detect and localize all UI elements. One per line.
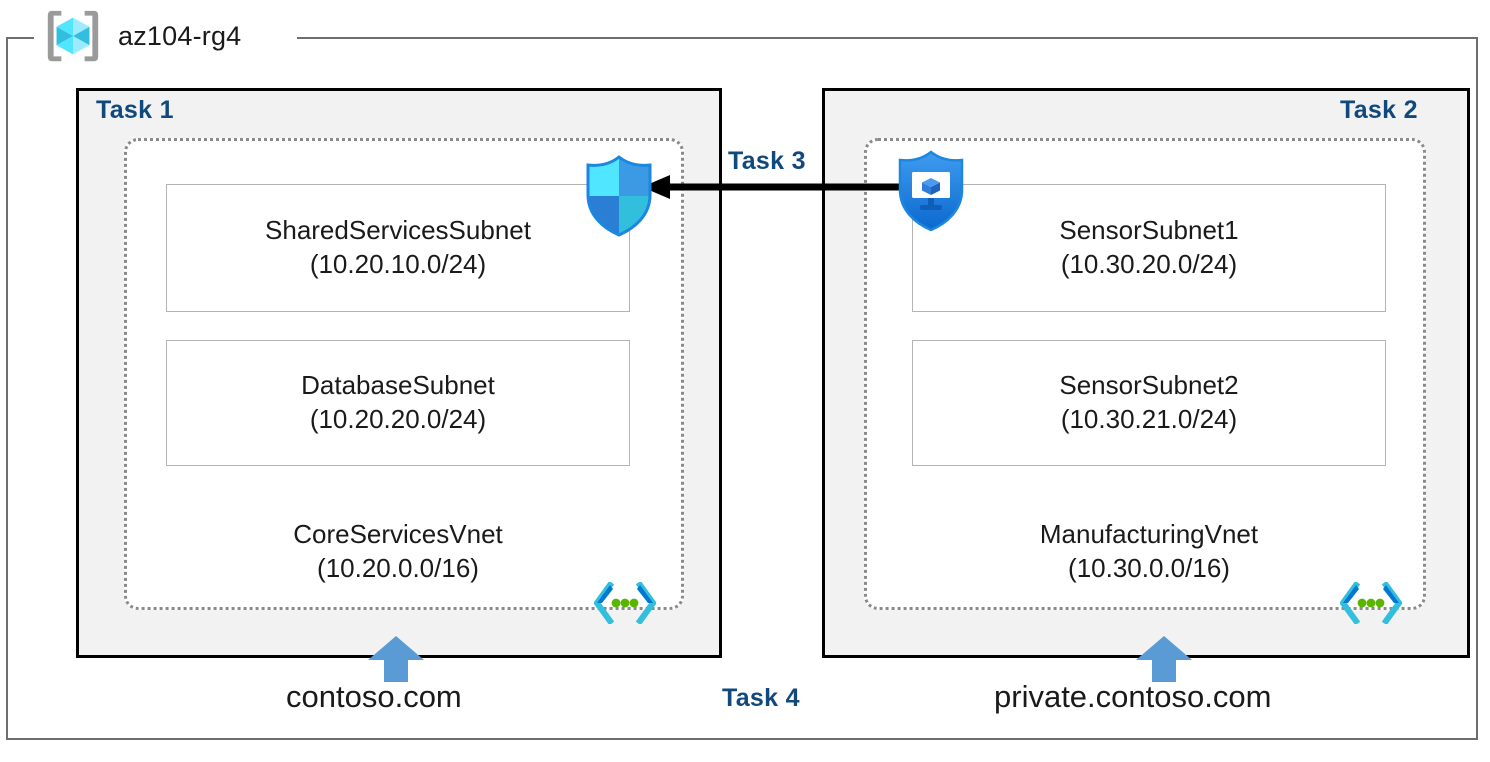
core-services-vnet-caption: CoreServicesVnet (10.20.0.0/16) [166, 518, 630, 586]
resource-group-border-bottom [6, 738, 1478, 740]
virtual-network-icon [594, 582, 656, 624]
azure-resource-group-icon [47, 10, 99, 62]
core-services-vnet-cidr: (10.20.0.0/16) [317, 552, 479, 583]
contoso-dns-zone-label: contoso.com [286, 679, 462, 714]
subnet-sensor-1-cidr: (10.30.20.0/24) [1060, 249, 1238, 279]
subnet-shared-services-name: SharedServicesSubnet [265, 215, 531, 246]
task-4-label: Task 4 [722, 684, 800, 712]
private-contoso-dns-zone-label: private.contoso.com [994, 679, 1272, 714]
subnet-shared-services-cidr: (10.20.10.0/24) [309, 249, 487, 279]
task-3-label: Task 3 [722, 145, 812, 178]
resource-group-header: az104-rg4 [42, 4, 241, 68]
subnet-sensor-1-name: SensorSubnet1 [1059, 215, 1239, 246]
subnet-sensor-1: SensorSubnet1 (10.30.20.0/24) [912, 184, 1386, 312]
resource-group-border-right [1476, 37, 1478, 740]
core-services-vnet-name: CoreServicesVnet [293, 519, 503, 549]
manufacturing-vnet-cidr: (10.30.0.0/16) [1068, 552, 1230, 583]
virtual-network-icon [1340, 582, 1402, 624]
private-link-shield-icon [898, 150, 964, 232]
up-arrow-icon [368, 636, 424, 682]
task-3-connection-arrow [642, 175, 908, 199]
resource-group-border-top-right [297, 37, 1478, 39]
subnet-sensor-2-cidr: (10.30.21.0/24) [1060, 404, 1238, 434]
task-2-label: Task 2 [1340, 96, 1418, 124]
subnet-sensor-2: SensorSubnet2 (10.30.21.0/24) [912, 340, 1386, 466]
resource-group-border-top-left [6, 37, 34, 39]
resource-group-border-left [6, 37, 8, 740]
subnet-database-name: DatabaseSubnet [301, 370, 495, 401]
subnet-database-cidr: (10.20.20.0/24) [309, 404, 487, 434]
manufacturing-vnet-caption: ManufacturingVnet (10.30.0.0/16) [912, 518, 1386, 586]
up-arrow-icon [1136, 636, 1192, 682]
subnet-database: DatabaseSubnet (10.20.20.0/24) [166, 340, 630, 466]
manufacturing-vnet-name: ManufacturingVnet [1039, 519, 1259, 549]
subnet-shared-services: SharedServicesSubnet (10.20.10.0/24) [166, 184, 630, 312]
resource-group-title: az104-rg4 [118, 20, 242, 51]
task-1-label: Task 1 [96, 96, 174, 124]
security-shield-icon [586, 155, 652, 237]
subnet-sensor-2-name: SensorSubnet2 [1059, 370, 1239, 401]
